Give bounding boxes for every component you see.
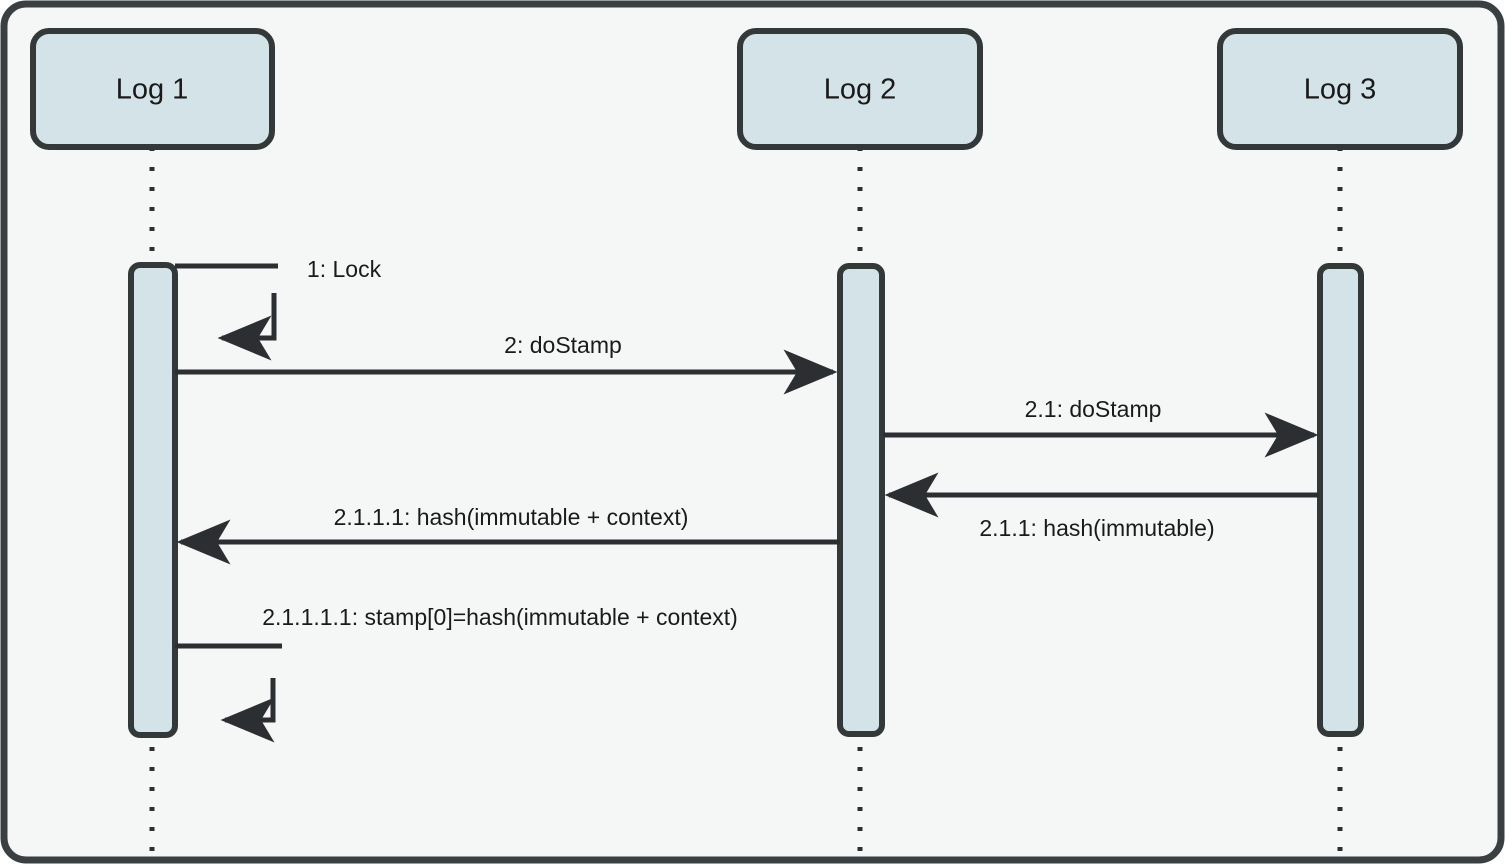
message-2-1-dostamp[interactable]: 2.1: doStamp <box>883 396 1319 458</box>
participant-label-log1: Log 1 <box>116 74 189 106</box>
message-2-1-1-1-hash-immutable-context[interactable]: 2.1.1.1: hash(immutable + context) <box>176 504 840 565</box>
message-2-1-dostamp-label: 2.1: doStamp <box>1025 396 1162 422</box>
message-1-lock[interactable]: 1: Lock <box>175 256 382 361</box>
message-2-dostamp-label: 2: doStamp <box>504 332 622 358</box>
participant-box-log1[interactable] <box>30 28 275 150</box>
participant-log2[interactable]: Log 2 <box>737 28 983 150</box>
participant-log3[interactable]: Log 3 <box>1217 28 1463 150</box>
message-2-1-1-1-1-stamp-assign-return-path <box>220 678 276 743</box>
activation-bar-log2 <box>837 263 885 737</box>
participant-log1[interactable]: Log 1 <box>30 28 275 150</box>
participant-label-log2: Log 2 <box>824 74 897 106</box>
message-2-1-1-1-hash-immutable-context-label: 2.1.1.1: hash(immutable + context) <box>334 504 689 530</box>
participant-box-log3[interactable] <box>1217 28 1463 150</box>
message-1-lock-label: 1: Lock <box>307 256 382 282</box>
activation-bar-log3 <box>1317 263 1364 737</box>
participant-label-log3: Log 3 <box>1304 74 1377 106</box>
message-2-1-1-1-1-stamp-assign[interactable]: 2.1.1.1.1: stamp[0]=hash(immutable + con… <box>175 604 738 743</box>
activation-bar-log1 <box>128 262 178 738</box>
message-2-1-1-hash-immutable-label: 2.1.1: hash(immutable) <box>979 515 1214 541</box>
message-2-1-1-1-1-stamp-assign-label: 2.1.1.1.1: stamp[0]=hash(immutable + con… <box>262 604 738 630</box>
message-2-dostamp[interactable]: 2: doStamp <box>175 332 838 395</box>
message-2-1-1-hash-immutable[interactable]: 2.1.1: hash(immutable) <box>884 472 1319 541</box>
participant-box-log2[interactable] <box>737 28 983 150</box>
message-1-lock-return-path <box>217 293 277 361</box>
